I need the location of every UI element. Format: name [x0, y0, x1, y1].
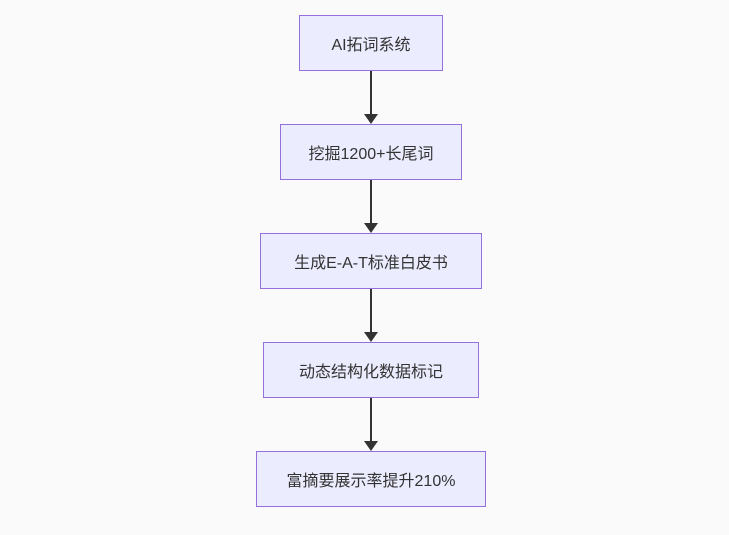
node-label: 挖掘1200+长尾词	[308, 146, 434, 163]
edge-line	[370, 398, 372, 443]
edge-line	[370, 180, 372, 225]
arrow-down-icon	[364, 332, 378, 342]
node-label: 富摘要展示率提升210%	[286, 473, 456, 490]
flowchart-node-structured-data-markup: 动态结构化数据标记	[263, 342, 479, 398]
flowchart-node-eat-whitepaper: 生成E-A-T标准白皮书	[260, 233, 482, 289]
node-label: 动态结构化数据标记	[298, 364, 443, 381]
edge-line	[370, 71, 372, 116]
node-label: AI拓词系统	[331, 37, 411, 54]
node-label: 生成E-A-T标准白皮书	[294, 255, 448, 272]
flowchart-node-longtail-mining: 挖掘1200+长尾词	[280, 124, 462, 180]
arrow-down-icon	[364, 441, 378, 451]
edge-line	[370, 289, 372, 334]
arrow-down-icon	[364, 114, 378, 124]
flowchart-node-ai-expansion-system: AI拓词系统	[299, 15, 443, 71]
arrow-down-icon	[364, 223, 378, 233]
flowchart-node-rich-snippet-result: 富摘要展示率提升210%	[256, 451, 486, 507]
